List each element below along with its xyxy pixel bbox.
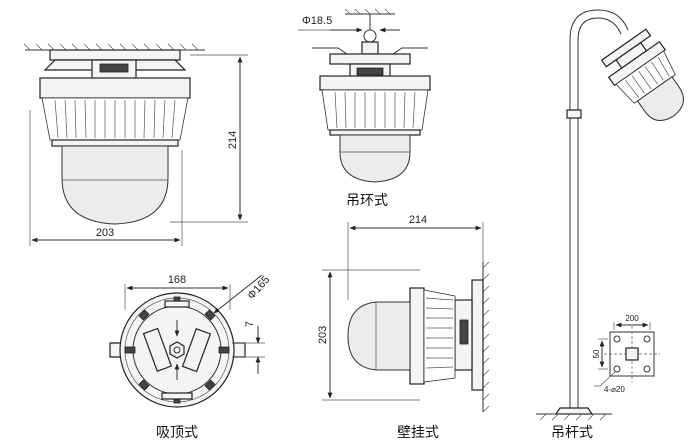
ring-diameter-label: Φ18.5 xyxy=(302,15,332,27)
pole-caption: 吊杆式 xyxy=(551,425,593,441)
ceiling-front-width-label: 203 xyxy=(96,227,114,239)
base-height-label: 50 xyxy=(592,349,601,358)
wall-mounted-view: 214 203 壁挂式 xyxy=(317,214,490,441)
ceiling-top-caption: 吸顶式 xyxy=(156,425,198,441)
ring-hanging-view: Φ18.5 吊环式 xyxy=(298,8,431,209)
base-holes-label: 4-⌀20 xyxy=(604,385,625,394)
wall-mounted-caption: 壁挂式 xyxy=(397,425,439,441)
ceiling-front-height-label: 214 xyxy=(227,131,239,149)
wall-height-label: 203 xyxy=(317,326,329,344)
ceiling-front-view: 214 203 xyxy=(23,43,248,246)
wall-width-label: 214 xyxy=(409,214,427,226)
ceiling-top-view: 168 Φ165 7 吸顶式 xyxy=(109,274,272,441)
top-width-label: 168 xyxy=(168,274,186,286)
top-diameter-label: Φ165 xyxy=(245,274,272,302)
top-gap-label: 7 xyxy=(244,321,256,327)
ring-hanging-caption: 吊环式 xyxy=(346,193,388,209)
base-width-label: 200 xyxy=(625,314,639,323)
pole-mounted-view: 200 50 4-⌀20 吊杆式 xyxy=(536,9,684,441)
